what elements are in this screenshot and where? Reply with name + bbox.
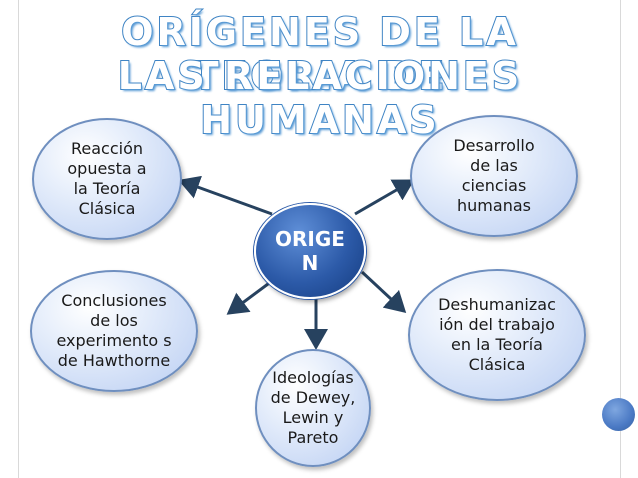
arrow-to-desarrollo — [354, 179, 415, 216]
node-desarrollo-line: de las — [470, 156, 518, 175]
node-conclusiones: Conclusiones de los experimento s de Haw… — [30, 270, 198, 392]
title-line-2: LAS RELACIONES HUMANAS — [117, 53, 523, 143]
node-ideologias-line: Pareto — [287, 428, 339, 447]
center-node-origen: ORIGE N — [254, 203, 366, 299]
node-desarrollo: Desarrollo de las ciencias humanas — [410, 115, 578, 237]
node-ideologias-line: Ideologías — [272, 368, 354, 387]
node-ideologias-line: Lewin y — [282, 408, 344, 427]
node-conclusiones-line: Conclusiones — [61, 291, 167, 310]
node-deshumanizacion-line: en la Teoría — [451, 335, 543, 354]
node-deshumanizacion-line: Deshumanizac — [438, 295, 556, 314]
right-frame-line — [620, 0, 621, 478]
node-conclusiones-line: de los — [90, 311, 138, 330]
node-ideologias-line: de Dewey, — [270, 388, 356, 407]
node-conclusiones-line: experimento s — [56, 331, 172, 350]
node-deshumanizacion-line: ión del trabajo — [439, 315, 555, 334]
node-reaccion-line: Clásica — [78, 199, 136, 218]
node-reaccion: Reacción opuesta a la Teoría Clásica — [32, 118, 182, 240]
node-reaccion-line: la Teoría — [73, 179, 141, 198]
arrow-to-deshumanizacion — [360, 270, 407, 314]
arrow-to-reaccion — [178, 175, 273, 216]
node-desarrollo-line: ciencias — [461, 176, 527, 195]
node-reaccion-line: opuesta a — [67, 159, 147, 178]
title-line-1: ORÍGENES DE LA TEORIA DE — [120, 9, 519, 99]
node-ideologias: Ideologías de Dewey, Lewin y Pareto — [255, 349, 371, 467]
node-deshumanizacion: Deshumanizac ión del trabajo en la Teorí… — [408, 269, 586, 401]
node-reaccion-line: Reacción — [70, 139, 143, 158]
center-node-line: N — [301, 251, 319, 275]
node-deshumanizacion-line: Clásica — [468, 355, 526, 374]
node-conclusiones-line: de Hawthorne — [57, 351, 171, 370]
center-node-line: ORIGE — [275, 227, 345, 251]
corner-dot — [602, 398, 635, 431]
node-desarrollo-line: humanas — [457, 196, 531, 215]
arrow-to-conclusiones — [226, 279, 273, 315]
left-frame-line — [18, 0, 19, 478]
node-desarrollo-line: Desarrollo — [453, 136, 535, 155]
